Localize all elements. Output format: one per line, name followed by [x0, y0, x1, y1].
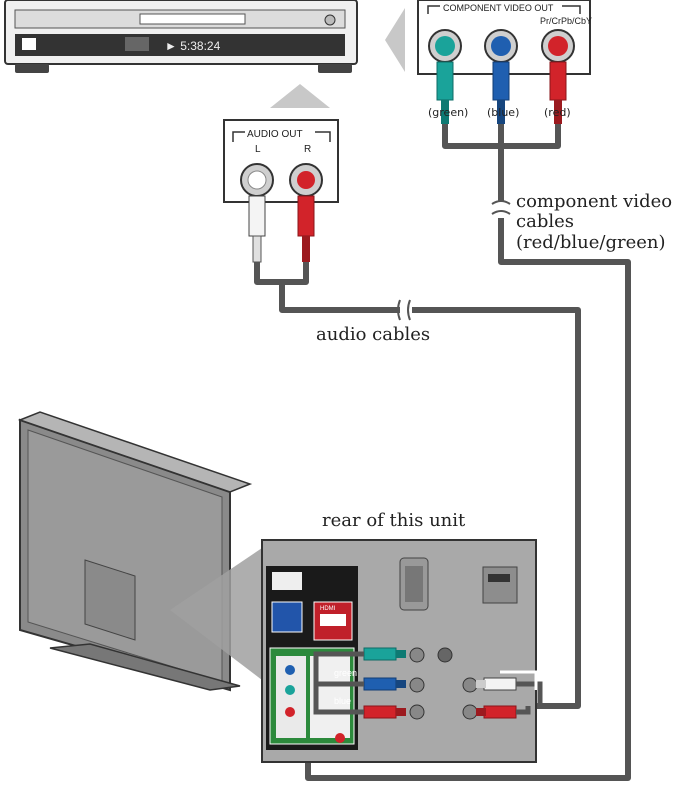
arrow-up: [270, 84, 330, 108]
component-cables-label-2: cables: [516, 211, 574, 232]
audio-out-panel: AUDIO OUT L R: [223, 119, 339, 203]
hdmi-label: HDMI: [320, 606, 336, 612]
component-cable-break: [491, 200, 511, 215]
panel-audio-wires: [516, 681, 543, 715]
label-green: (green): [428, 106, 468, 119]
tv-unit: [17, 411, 262, 692]
audio-cable-break: [397, 299, 411, 321]
component-out-label: COMPONENT VIDEO OUT: [443, 3, 554, 13]
panel-plug-green: [363, 647, 406, 661]
component-jack-green: [428, 29, 462, 124]
panel-plug-red: [363, 705, 406, 719]
rear-panel: HDMI: [261, 539, 537, 763]
panel-tag-green: green: [334, 668, 357, 678]
component-cables-label-3: (red/blue/green): [516, 232, 666, 253]
panel-tag-blue: blue: [334, 696, 351, 706]
component-cables-label-1: component video: [516, 191, 672, 212]
dvd-player: ► 5:38:24: [4, 0, 358, 73]
label-red: (red): [544, 106, 571, 119]
rear-unit-label: rear of this unit: [322, 510, 466, 531]
panel-component-wires: [313, 651, 364, 715]
component-jack-red: [541, 29, 575, 124]
audio-jack-white: [240, 163, 274, 263]
audio-left-label: L: [255, 144, 261, 155]
audio-jack-red: [289, 163, 323, 262]
audio-out-label: AUDIO OUT: [247, 129, 303, 140]
component-jack-blue: [484, 29, 518, 124]
audio-cables-label: audio cables: [316, 324, 430, 345]
audio-cable: [254, 262, 581, 709]
arrow-left: [385, 8, 405, 72]
label-blue: (blue): [487, 106, 519, 119]
dvd-display: ► 5:38:24: [165, 39, 221, 53]
audio-right-label: R: [304, 144, 311, 155]
component-out-sublabel: Pr/CrPb/CbY: [540, 16, 592, 26]
